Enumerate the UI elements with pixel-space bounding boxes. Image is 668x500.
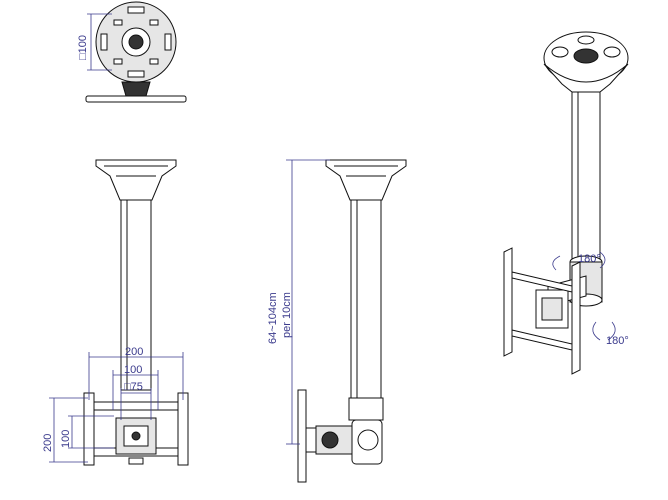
front-view: 200 100 □75 200 100 [42,159,189,466]
iso-view: 180° 180° [503,31,629,375]
side-view: 64~104cm per 10cm [267,159,407,483]
dim-height-100: 100 [60,430,72,448]
rotation-side: 180° [606,335,629,347]
height-step: per 10cm [281,292,293,338]
dim-center-75: □75 [124,381,143,393]
dim-width-100: 100 [124,364,142,376]
rotation-top: 180° [578,253,601,265]
top-plate-dim: □100 [77,35,89,60]
dim-height-200: 200 [42,434,54,452]
height-range: 64~104cm [267,292,279,344]
top-view: □100 [77,1,187,103]
dim-width-200: 200 [125,346,143,358]
